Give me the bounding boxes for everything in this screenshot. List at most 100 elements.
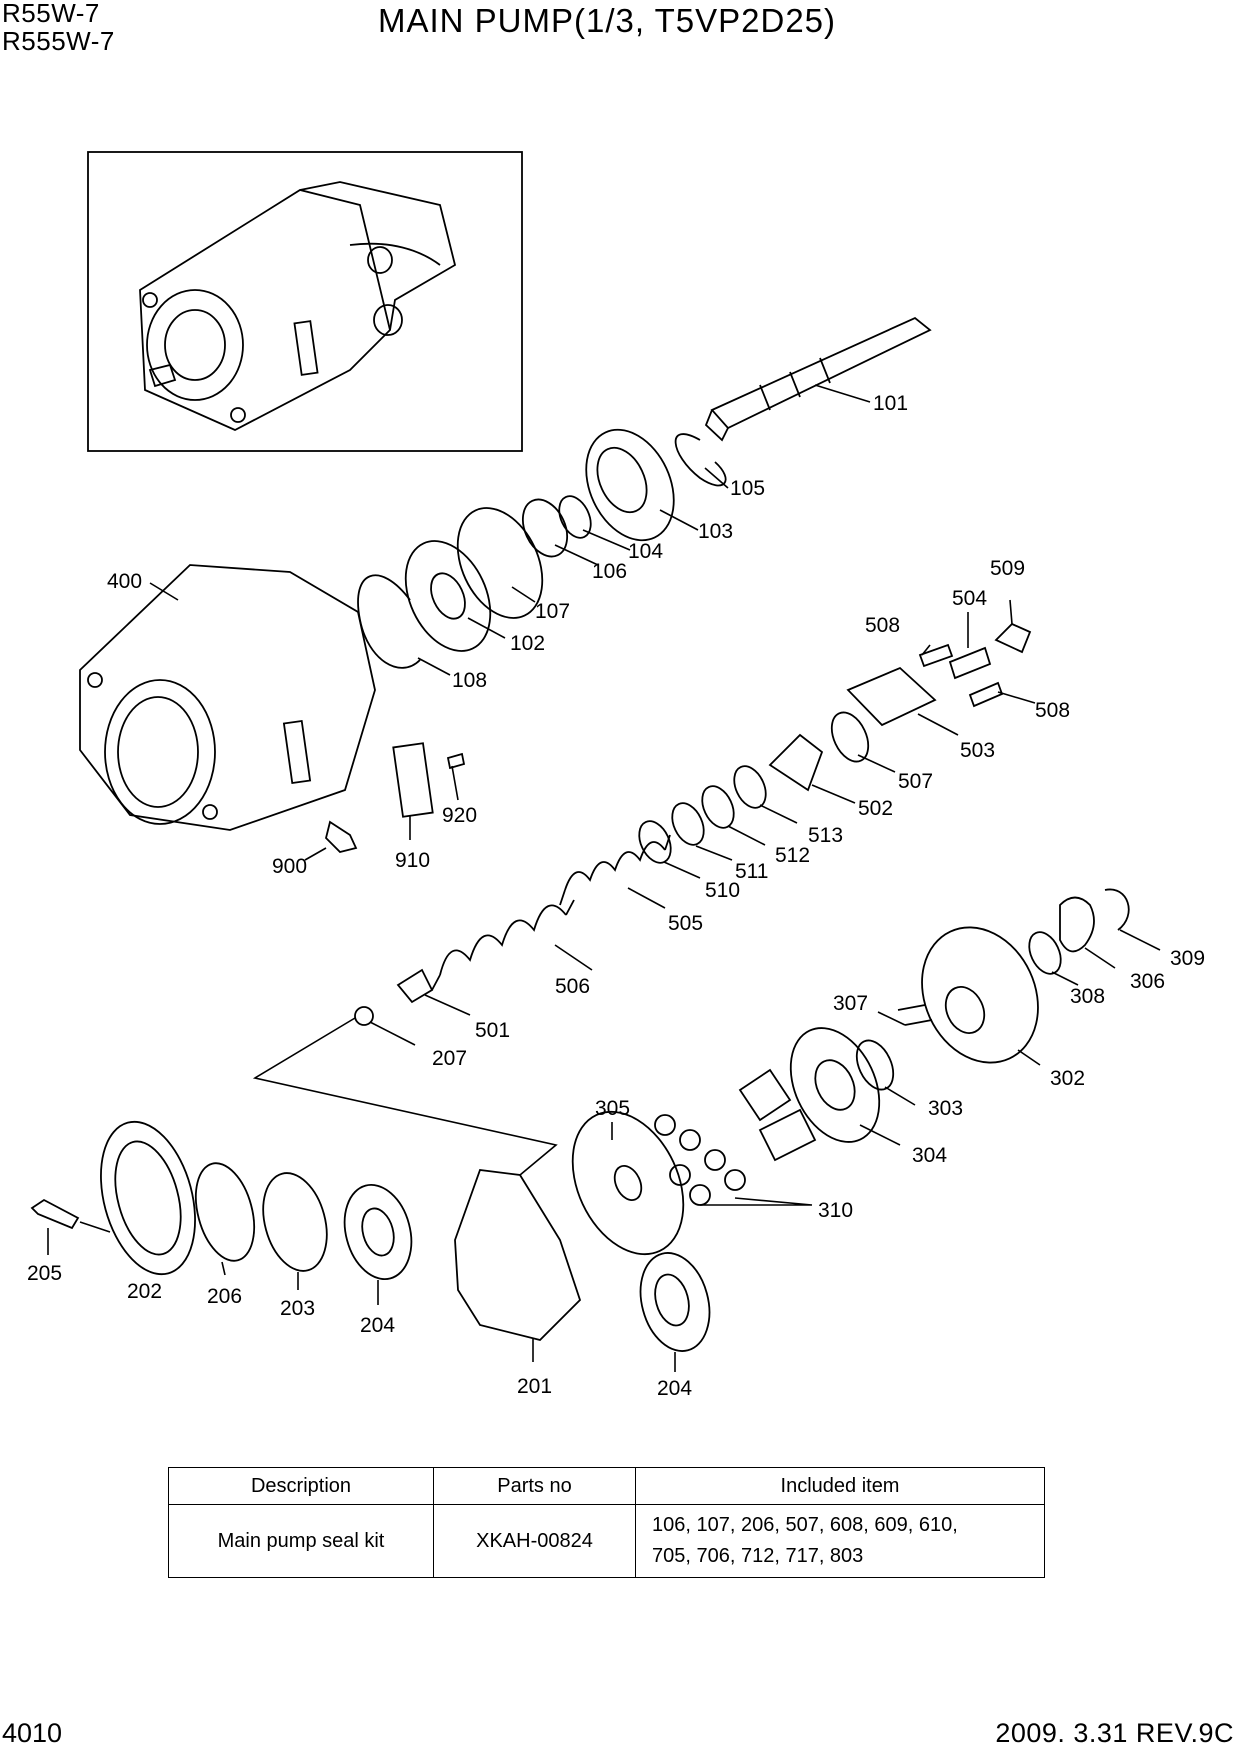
part-502-spool [768, 733, 824, 792]
part-509-nut [994, 622, 1032, 654]
part-508-bolt-lower [968, 681, 1004, 708]
callout-513: 513 [808, 824, 843, 847]
included-items-line-1: 106, 107, 206, 507, 608, 609, 610, [652, 1514, 958, 1536]
callout-307: 307 [833, 992, 868, 1015]
page-number: 4010 [2, 1718, 63, 1748]
included-items-line-2: 705, 706, 712, 717, 803 [652, 1545, 864, 1567]
part-105-snap-ring [674, 433, 727, 487]
part-307-pins [897, 1004, 933, 1026]
callout-203: 203 [280, 1297, 315, 1320]
callout-206: 206 [207, 1285, 242, 1308]
part-204-bearing-right [639, 1252, 711, 1352]
callout-207: 207 [432, 1047, 467, 1070]
callout-502: 502 [858, 797, 893, 820]
part-504-adjust-screw [948, 646, 992, 680]
part-501-seat [396, 968, 434, 1004]
callout-503: 503 [960, 739, 995, 762]
callout-302: 302 [1050, 1067, 1085, 1090]
part-512-ring [701, 785, 735, 829]
callout-507: 507 [898, 770, 933, 793]
part-201-swash-plate [454, 1169, 582, 1341]
callout-105: 105 [730, 477, 765, 500]
callout-511: 511 [735, 860, 768, 883]
column-header-parts-no: Parts no [433, 1467, 636, 1505]
callout-103: 103 [698, 520, 733, 543]
model-name-2: R555W-7 [2, 26, 115, 56]
part-506-spring [431, 899, 575, 991]
callout-204b: 204 [657, 1377, 692, 1400]
callout-304: 304 [912, 1144, 947, 1167]
part-102-plate [404, 540, 492, 652]
callout-202: 202 [127, 1280, 162, 1303]
callout-508b: 508 [1035, 699, 1070, 722]
part-910-gasket [392, 742, 434, 818]
part-202-cover [100, 1120, 196, 1276]
table-header-row: Description Parts no Included item [168, 1467, 1045, 1505]
part-204-bearing-left [343, 1184, 413, 1280]
part-206-o-ring [194, 1162, 256, 1262]
column-header-description: Description [168, 1467, 434, 1505]
part-920-screw [446, 752, 466, 770]
part-306-spring [1059, 896, 1095, 953]
callout-306: 306 [1130, 970, 1165, 993]
assembly-inset [87, 151, 523, 452]
callout-205: 205 [27, 1262, 62, 1285]
part-203-seal [262, 1172, 328, 1272]
callout-509: 509 [990, 557, 1025, 580]
leader-lines [47, 384, 1161, 1372]
callout-508a: 508 [865, 614, 900, 637]
part-507-o-ring [830, 711, 870, 763]
callout-303: 303 [928, 1097, 963, 1120]
part-305-shoe-plate [571, 1110, 685, 1256]
part-900-fitting [325, 820, 358, 853]
part-207-pin [354, 1006, 374, 1026]
part-309-snap-ring [1104, 888, 1130, 931]
exploded-parts-diagram: 101 105 103 104 106 107 102 108 400 920 … [27, 151, 1205, 1400]
callout-900: 900 [272, 855, 307, 878]
callout-108: 108 [452, 669, 487, 692]
cell-description: Main pump seal kit [168, 1504, 434, 1578]
model-name-1: R55W-7 [2, 0, 100, 28]
part-304-retainer-plate [789, 1027, 881, 1143]
part-103-bearing [585, 428, 675, 542]
callout-107: 107 [535, 600, 570, 623]
part-513-ring [733, 765, 767, 809]
page-title: MAIN PUMP(1/3, T5VP2D25) [378, 2, 837, 39]
cell-parts-no: XKAH-00824 [433, 1504, 636, 1578]
callout-505: 505 [668, 912, 703, 935]
part-508-bolt-upper [918, 643, 954, 668]
callout-204a: 204 [360, 1314, 395, 1337]
callout-504: 504 [952, 587, 987, 610]
callout-309: 309 [1170, 947, 1205, 970]
callout-104: 104 [628, 540, 663, 563]
callout-201: 201 [517, 1375, 552, 1398]
part-205-bolt [30, 1198, 80, 1230]
callout-305: 305 [595, 1097, 630, 1120]
part-101-shaft [704, 316, 932, 442]
part-302-cylinder-block [921, 926, 1039, 1064]
part-505-spring [559, 834, 671, 906]
callout-101: 101 [873, 392, 908, 415]
callout-512: 512 [775, 844, 810, 867]
revision-date: 2009. 3.31 REV.9C [995, 1718, 1234, 1748]
part-303-spherical-bush [855, 1039, 895, 1091]
callout-920: 920 [442, 804, 477, 827]
callout-506: 506 [555, 975, 590, 998]
callout-102: 102 [510, 632, 545, 655]
cell-included-items: 106, 107, 206, 507, 608, 609, 610, 705, … [635, 1504, 1045, 1578]
table-row: Main pump seal kit XKAH-00824 106, 107, … [168, 1504, 1045, 1578]
callout-308: 308 [1070, 985, 1105, 1008]
callout-106: 106 [592, 560, 627, 583]
part-503-cover [846, 666, 937, 727]
callout-310: 310 [818, 1199, 853, 1222]
callout-501: 501 [475, 1019, 510, 1042]
seal-kit-table: Description Parts no Included item Main … [168, 1467, 1045, 1578]
part-104-snap-ring [558, 495, 592, 539]
part-106-seal [521, 498, 569, 558]
part-511-ring [671, 802, 705, 846]
part-400-housing [79, 564, 376, 831]
part-107-o-ring [456, 507, 544, 619]
callout-labels: 101 105 103 104 106 107 102 108 400 920 … [27, 392, 1205, 1400]
column-header-included-item: Included item [635, 1467, 1045, 1505]
callout-510: 510 [705, 879, 740, 902]
